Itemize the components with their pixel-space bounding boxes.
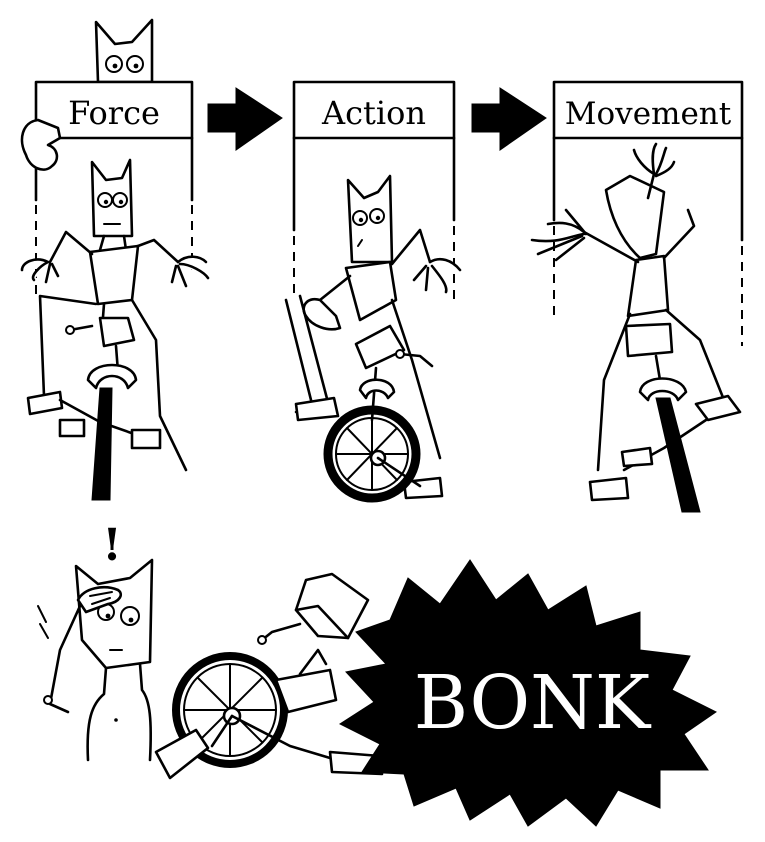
cat-rider-movement — [530, 142, 742, 513]
movement-sign-board — [552, 80, 744, 140]
arrow-right-1 — [207, 87, 283, 151]
action-sign-board — [292, 80, 456, 140]
force-sign-board — [34, 80, 194, 140]
cat-rider-force — [20, 158, 210, 501]
bonk-explosion-shape — [338, 559, 717, 827]
bonk-burst: BONK — [338, 559, 717, 827]
panel-movement: Movement — [530, 80, 744, 513]
panel-force: Force — [20, 18, 210, 501]
crashed-unicycle — [154, 572, 384, 780]
peeking-cat-head — [94, 18, 154, 84]
cat-rider-action — [284, 174, 462, 503]
movement-label: Movement — [565, 96, 732, 132]
force-label: Force — [68, 94, 160, 132]
dazed-cat — [37, 558, 154, 762]
exclamation-mark: ! — [102, 520, 121, 571]
panel-action: Action — [284, 80, 462, 503]
arrow-right-2 — [471, 87, 547, 151]
action-label: Action — [321, 94, 426, 132]
holding-hand — [20, 118, 62, 171]
bonk-text: BONK — [414, 660, 652, 746]
